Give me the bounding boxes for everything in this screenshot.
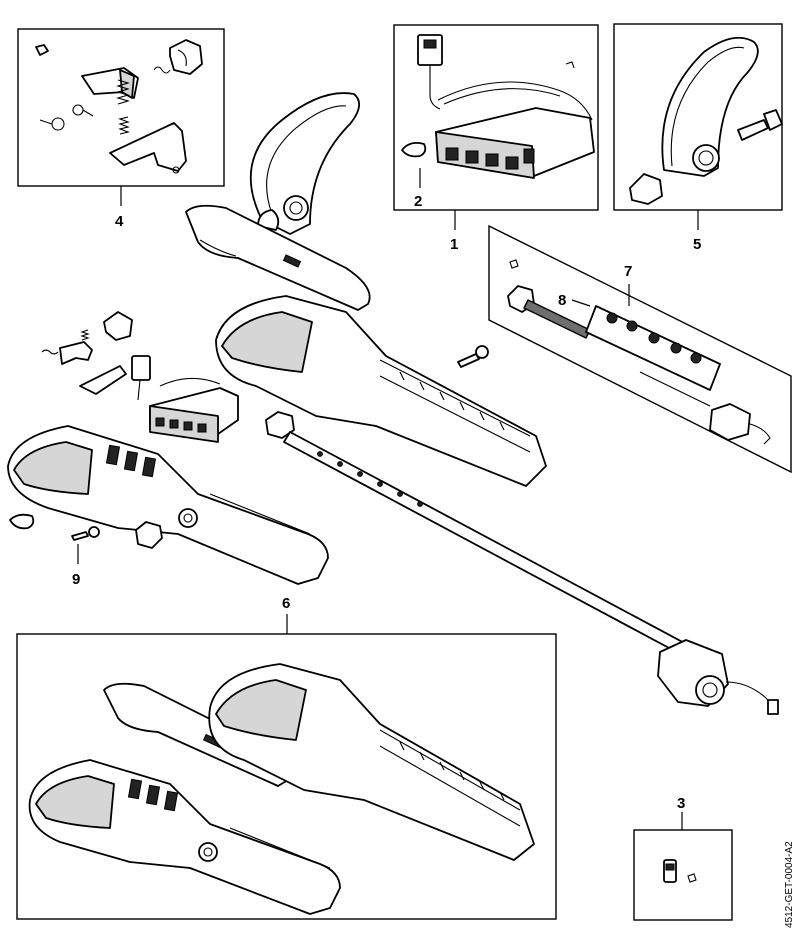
kit-box-4	[17, 28, 225, 187]
callout-6: 6	[282, 595, 290, 612]
document-id: 4512-GET-0004-A2	[784, 841, 795, 928]
callout-2: 2	[414, 193, 422, 210]
kit-box-3	[633, 829, 733, 921]
kit-box-7	[488, 224, 792, 474]
callout-1: 1	[450, 236, 458, 253]
callout-3: 3	[677, 795, 685, 812]
callout-5: 5	[693, 236, 701, 253]
kit-box-6	[16, 633, 557, 920]
callout-8: 8	[558, 292, 566, 309]
kit-box-1	[393, 24, 599, 211]
callout-4: 4	[115, 213, 124, 230]
kit-box-5	[613, 23, 783, 211]
callout-9: 9	[72, 571, 80, 588]
main-assembly	[7, 92, 779, 715]
callout-7: 7	[624, 263, 632, 280]
